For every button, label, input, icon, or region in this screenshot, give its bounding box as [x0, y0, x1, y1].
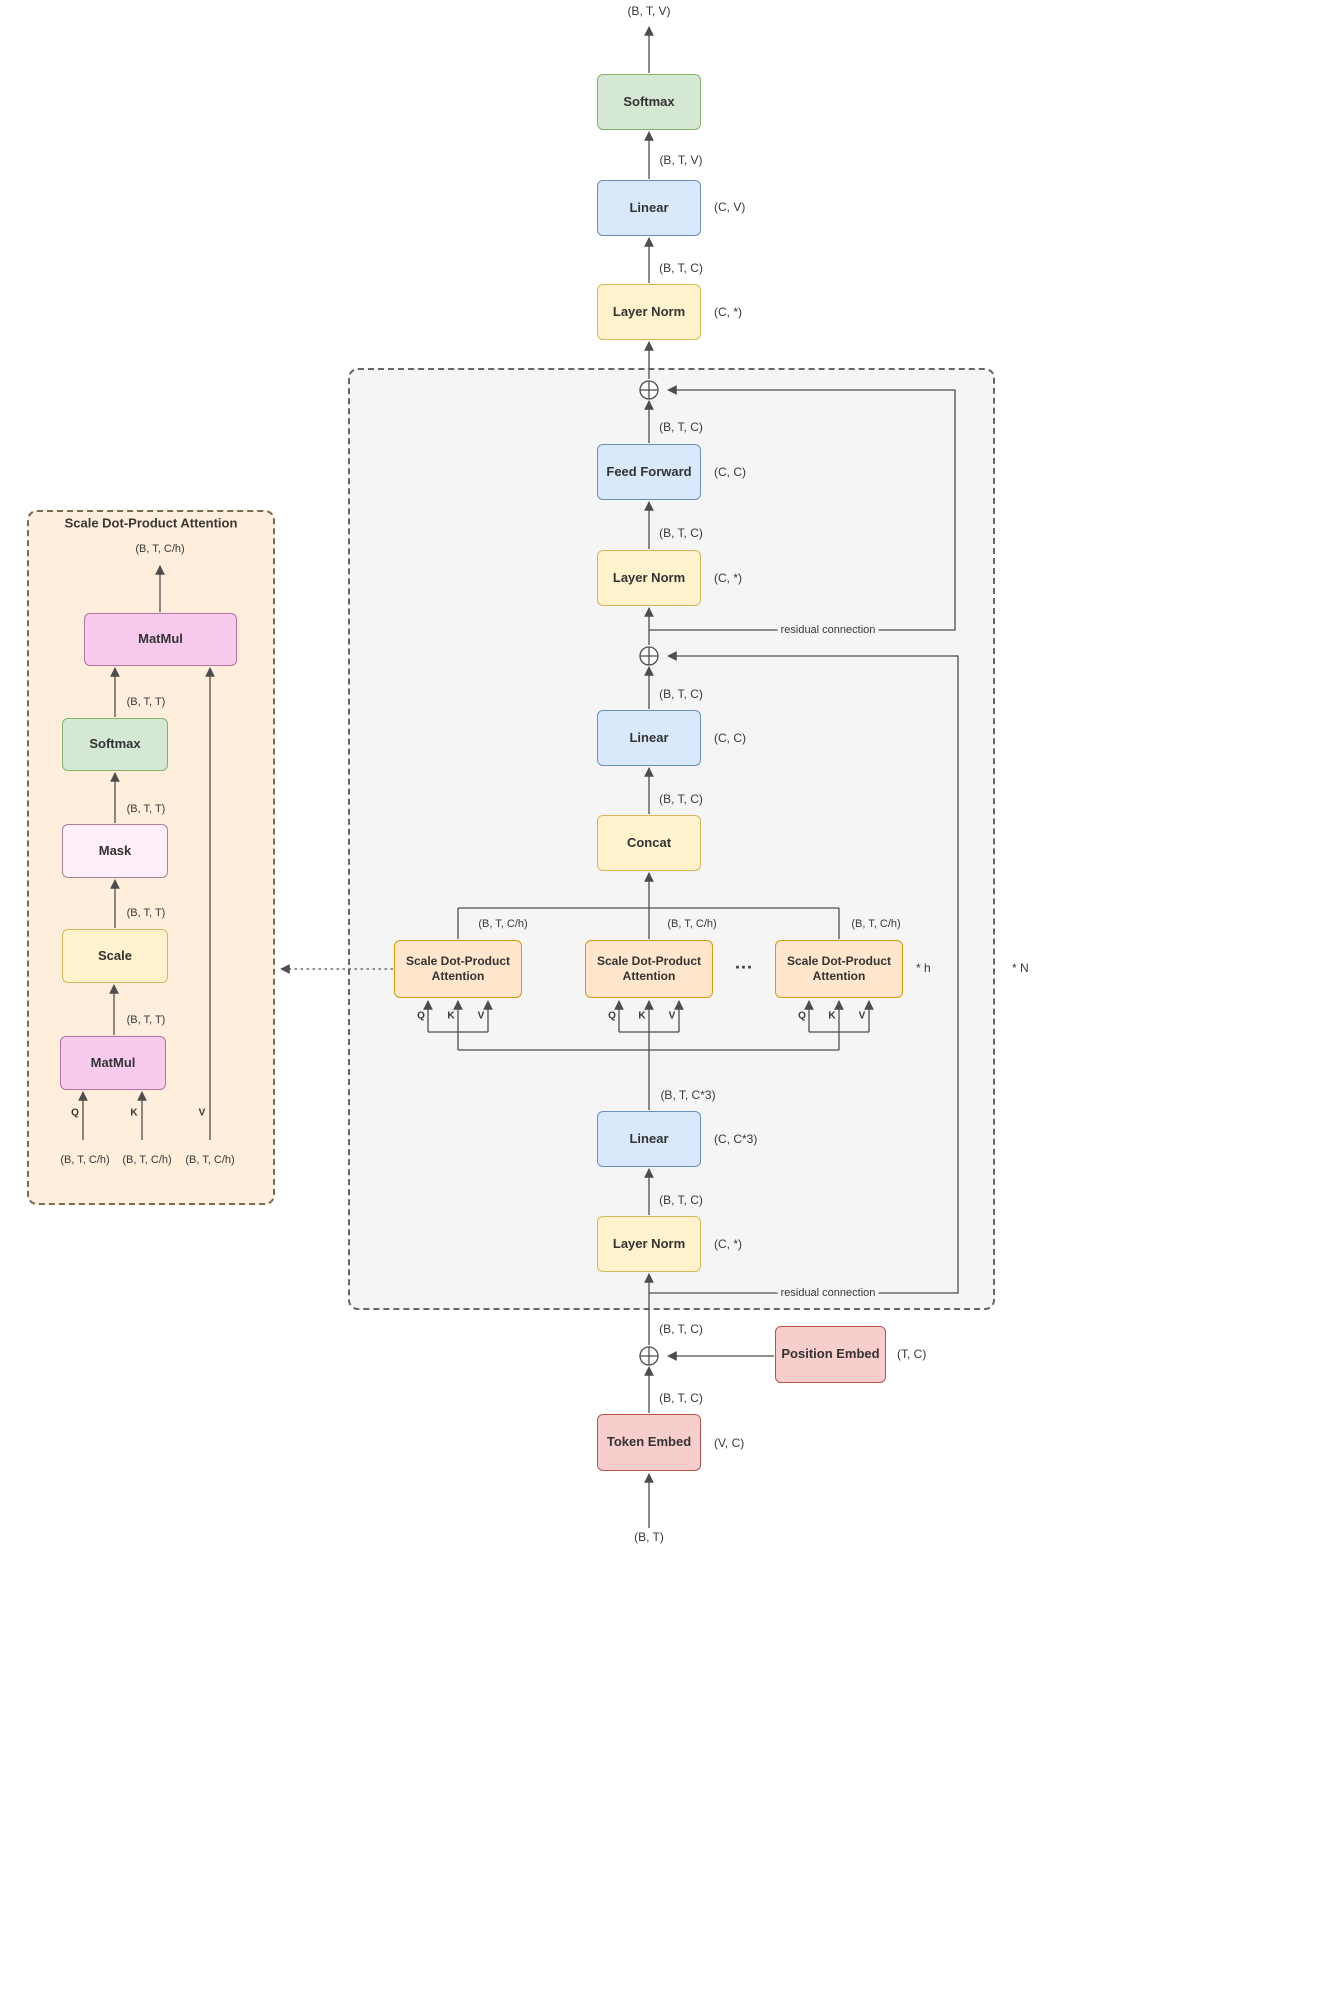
q-label-detail: Q	[71, 1107, 79, 1119]
k-label-head3: K	[828, 1010, 836, 1022]
shape-label: (B, T, C)	[659, 1322, 703, 1336]
layer-norm-output-box: Layer Norm	[597, 284, 701, 340]
shape-label-detail: (B, T, T)	[126, 696, 166, 708]
attention-head-2-box: Scale Dot-Product Attention	[585, 940, 713, 998]
shape-label: (B, T, C)	[659, 1391, 703, 1405]
linear-proj-box: Linear	[597, 710, 701, 766]
shape-label: (B, T, C*3)	[660, 1088, 716, 1102]
v-label-head3: V	[858, 1010, 866, 1022]
param-label-linear-out: (C, V)	[714, 200, 746, 214]
token-embed-box: Token Embed	[597, 1414, 701, 1471]
shape-label-head2: (B, T, C/h)	[667, 918, 717, 930]
main-flow-arrows	[423, 26, 874, 1528]
detail-matmul-bottom-box: MatMul	[60, 1036, 166, 1090]
shape-label: (B, T, V)	[659, 153, 703, 167]
linear-output-box: Linear	[597, 180, 701, 236]
param-label-layernorm: (C, *)	[714, 305, 742, 319]
add-node-bottom	[639, 1346, 659, 1366]
param-label-pos-embed: (T, C)	[897, 1347, 927, 1361]
q-label-head2: Q	[608, 1010, 616, 1022]
attention-detail-arrows	[78, 565, 215, 1140]
heads-multiplier-label: * h	[916, 961, 931, 975]
q-label-head3: Q	[798, 1010, 806, 1022]
position-embed-box: Position Embed	[775, 1326, 886, 1383]
attention-head-3-box: Scale Dot-Product Attention	[775, 940, 903, 998]
attention-head-1-box: Scale Dot-Product Attention	[394, 940, 522, 998]
shape-label: (B, T, C)	[659, 1193, 703, 1207]
param-label-layernorm: (C, *)	[714, 571, 742, 585]
shape-label-input: (B, T)	[634, 1530, 664, 1544]
linear-qkv-box: Linear	[597, 1111, 701, 1167]
ellipsis-heads: ...	[734, 952, 754, 973]
shape-label: (B, T, C)	[659, 526, 703, 540]
detail-panel-title: Scale Dot-Product Attention	[64, 515, 238, 531]
detail-scale-box: Scale	[62, 929, 168, 983]
param-label-feedforward: (C, C)	[714, 465, 746, 479]
detail-softmax-box: Softmax	[62, 718, 168, 771]
shape-label-detail-k: (B, T, C/h)	[122, 1154, 172, 1166]
shape-label-detail: (B, T, T)	[126, 1014, 166, 1026]
param-label-linear-qkv: (C, C*3)	[714, 1132, 758, 1146]
param-label-layernorm: (C, *)	[714, 1237, 742, 1251]
layer-norm-attn-box: Layer Norm	[597, 1216, 701, 1272]
add-node-middle	[639, 646, 659, 666]
param-label-token-embed: (V, C)	[714, 1436, 745, 1450]
shape-label-detail-q: (B, T, C/h)	[60, 1154, 110, 1166]
concat-box: Concat	[597, 815, 701, 871]
param-label-linear-proj: (C, C)	[714, 731, 746, 745]
k-label-head1: K	[447, 1010, 455, 1022]
residual-connection-label-upper: residual connection	[777, 624, 879, 636]
layer-norm-ff-box: Layer Norm	[597, 550, 701, 606]
detail-mask-box: Mask	[62, 824, 168, 878]
shape-label-detail-v: (B, T, C/h)	[185, 1154, 235, 1166]
shape-label-head1: (B, T, C/h)	[478, 918, 528, 930]
shape-label-detail-out: (B, T, C/h)	[135, 543, 185, 555]
v-label-head1: V	[477, 1010, 485, 1022]
shape-label: (B, T, C)	[659, 420, 703, 434]
shape-label: (B, T, C)	[659, 792, 703, 806]
shape-label-detail: (B, T, T)	[126, 803, 166, 815]
add-node-top	[639, 380, 659, 400]
v-label-head2: V	[668, 1010, 676, 1022]
detail-matmul-top-box: MatMul	[84, 613, 237, 666]
k-label-detail: K	[130, 1107, 138, 1119]
shape-label: (B, T, C)	[659, 687, 703, 701]
residual-connection-label-lower: residual connection	[777, 1287, 879, 1299]
v-label-detail: V	[198, 1107, 206, 1119]
feed-forward-box: Feed Forward	[597, 444, 701, 500]
k-label-head2: K	[638, 1010, 646, 1022]
shape-label: (B, T, C)	[659, 261, 703, 275]
shape-label-output: (B, T, V)	[627, 4, 671, 18]
q-label-head1: Q	[417, 1010, 425, 1022]
softmax-output-box: Softmax	[597, 74, 701, 130]
block-multiplier-label: * N	[1012, 961, 1029, 975]
shape-label-detail: (B, T, T)	[126, 907, 166, 919]
shape-label-head3: (B, T, C/h)	[851, 918, 901, 930]
